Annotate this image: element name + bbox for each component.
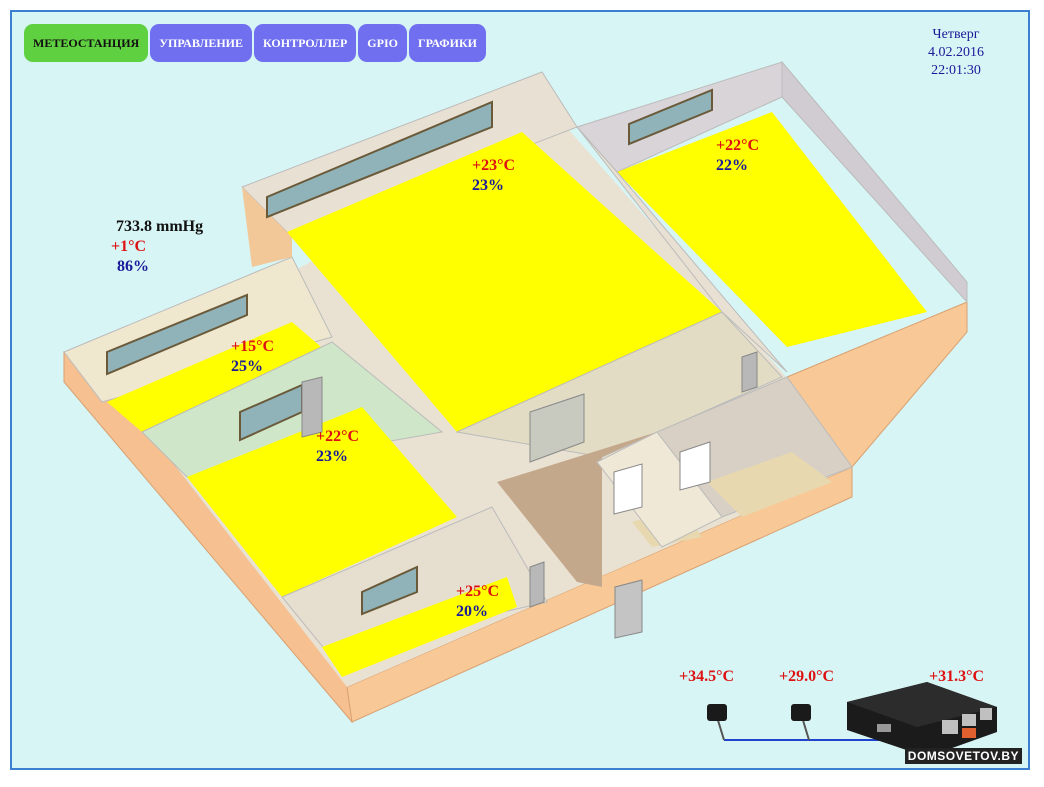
date-text: 4.02.2016 <box>928 45 984 60</box>
floor-hallway <box>497 432 657 587</box>
tab-controller[interactable]: КОНТРОЛЛЕР <box>254 24 357 62</box>
left-room-humidity: 25% <box>231 358 263 375</box>
floor-middle-room <box>187 407 457 597</box>
floor-left-room <box>107 322 327 432</box>
tab-control[interactable]: УПРАВЛЕНИЕ <box>150 24 252 62</box>
right-wall-right <box>781 60 968 304</box>
living-room-humidity: 23% <box>472 177 504 194</box>
sensor2-temperature: +29.0°C <box>779 668 835 685</box>
raspberry-pi-icon <box>847 682 997 757</box>
floor-right-room <box>617 112 927 347</box>
outdoor-temperature: +1°C <box>111 238 147 255</box>
app-frame: МЕТЕОСТАНЦИЯ УПРАВЛЕНИЕ КОНТРОЛЛЕР GPIO … <box>10 10 1030 770</box>
outdoor-pressure: 733.8 mmHg <box>116 218 204 235</box>
living-room-temperature: +23°C <box>472 157 516 174</box>
tab-charts[interactable]: ГРАФИКИ <box>408 24 486 62</box>
floor-plan <box>63 60 997 757</box>
floor-living-room <box>287 132 722 432</box>
controller-temperature: +31.3°C <box>929 668 985 685</box>
doors <box>301 351 758 639</box>
bottom-room-temperature: +25°C <box>456 583 500 600</box>
bottom-room-humidity: 20% <box>456 603 488 620</box>
middle-room-temperature: +22°C <box>316 428 360 445</box>
middle-room-humidity: 23% <box>316 448 348 465</box>
main-nav: МЕТЕОСТАНЦИЯ УПРАВЛЕНИЕ КОНТРОЛЛЕР GPIO … <box>24 24 486 62</box>
bath-floor-1 <box>707 452 832 517</box>
outdoor-humidity: 86% <box>117 258 149 275</box>
bath-partition <box>596 431 723 548</box>
time-text: 22:01:30 <box>931 63 981 78</box>
left-room-temperature: +15°C <box>231 338 275 355</box>
ds18b20-sensor-1-icon <box>707 704 727 721</box>
divider-wall <box>576 126 788 373</box>
floor-bottom-room <box>322 577 517 677</box>
tab-weather-station[interactable]: МЕТЕОСТАНЦИЯ <box>24 24 149 62</box>
sensor1-temperature: +34.5°C <box>679 668 735 685</box>
right-bedroom-temperature: +22°C <box>716 137 760 154</box>
left-wall-living <box>242 187 292 267</box>
windows <box>106 88 713 616</box>
tab-gpio[interactable]: GPIO <box>358 24 407 62</box>
datetime-display: Четверг 4.02.2016 22:01:30 <box>928 26 984 80</box>
watermark: DOMSOVETOV.BY <box>904 748 1022 764</box>
right-bedroom-humidity: 22% <box>716 157 748 174</box>
ds18b20-sensor-2-icon <box>791 704 811 721</box>
weekday-text: Четверг <box>932 27 980 42</box>
